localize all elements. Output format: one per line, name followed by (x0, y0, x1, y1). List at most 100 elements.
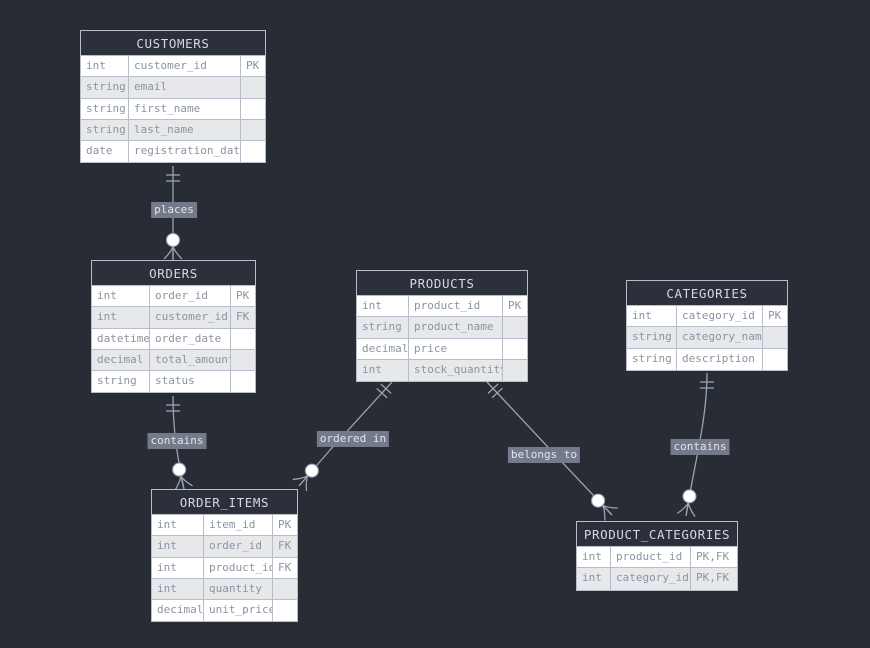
attribute-type: int (152, 515, 204, 536)
attribute-key (503, 317, 527, 337)
attribute-type: int (81, 56, 129, 77)
end-products-order_items-many-prong-2 (292, 475, 309, 481)
relationship-label-customers-orders: places (151, 202, 197, 218)
attribute-type: string (92, 371, 150, 393)
attribute-key (241, 141, 265, 162)
attribute-name: product_id (204, 557, 273, 578)
attribute-key (273, 579, 297, 599)
attribute-type: int (577, 547, 611, 568)
attribute-name: last_name (129, 119, 241, 141)
end-categories-product_categories-many-prong-2 (676, 502, 689, 514)
attribute-name: category_name (677, 327, 763, 348)
end-orders-order_items-many-prong-0 (180, 475, 193, 487)
end-categories-product_categories-many-prong-0 (687, 502, 696, 517)
attribute-name: total_amount (150, 349, 231, 371)
attribute-key: PK,FK (696, 550, 730, 563)
attribute-type: string (357, 317, 409, 338)
attribute-name: stock_quantity (409, 359, 503, 382)
attribute-name: order_id (150, 286, 231, 307)
attribute-name: product_name (409, 317, 503, 338)
attribute-key (231, 329, 255, 349)
attribute-name: item_id (204, 515, 273, 536)
attribute-name: customer_id (150, 307, 231, 328)
attribute-type: string (81, 77, 129, 98)
relationship-label-orders-order_items: contains (147, 433, 207, 449)
attribute-type: int (92, 307, 150, 328)
attribute-name: quantity (204, 578, 273, 600)
attribute-key: FK (278, 560, 292, 574)
relationship-label-categories-product_categories: contains (670, 439, 730, 455)
attribute-name: email (129, 77, 241, 98)
attribute-name: product_id (611, 547, 691, 568)
entity-title-order_items: ORDER_ITEMS (152, 490, 297, 515)
attribute-type: string (81, 119, 129, 141)
attribute-key: PK,FK (696, 571, 730, 585)
end-products-product_categories-many-prong-0 (602, 504, 618, 509)
end-customers-orders-many-prong-0 (172, 246, 183, 260)
end-categories-product_categories-zero-circle (682, 489, 697, 504)
attribute-key (231, 350, 255, 370)
attribute-type: string (627, 327, 677, 348)
attribute-type: int (152, 536, 204, 557)
attribute-name: registration_date (129, 141, 241, 163)
end-customers-orders-many-prong-2 (163, 246, 174, 260)
attribute-key: PK (246, 59, 260, 72)
attribute-key: FK (278, 539, 292, 553)
attribute-type: date (81, 141, 129, 163)
end-customers-orders-zero-circle (165, 232, 181, 248)
attribute-type: int (152, 578, 204, 600)
attribute-type: string (627, 348, 677, 370)
entity-title-product_categories: PRODUCT_CATEGORIES (577, 522, 737, 547)
attribute-type: string (81, 98, 129, 119)
end-products-product_categories-many-prong-1 (602, 504, 612, 515)
relationship-label-products-product_categories: belongs to (507, 447, 581, 463)
attribute-key (503, 360, 527, 381)
attribute-key: PK (768, 309, 782, 322)
attribute-type: decimal (92, 349, 150, 371)
attribute-name: category_id (677, 306, 763, 327)
attribute-key (763, 327, 787, 347)
attribute-name: customer_id (129, 56, 241, 77)
attribute-key: PK (278, 518, 292, 531)
start-products-product_categories-one-bar-0 (487, 383, 499, 394)
attribute-type: int (357, 359, 409, 382)
entity-title-orders: ORDERS (92, 261, 255, 286)
attribute-name: product_id (409, 296, 503, 317)
attribute-name: status (150, 371, 231, 393)
attribute-key (241, 99, 265, 119)
attribute-type: int (92, 286, 150, 307)
attribute-name: category_id (611, 568, 691, 590)
attribute-key (273, 600, 297, 621)
attribute-key (231, 371, 255, 392)
attribute-name: first_name (129, 98, 241, 119)
end-products-order_items-zero-circle (304, 463, 319, 478)
end-products-order_items-many-prong-0 (305, 475, 309, 492)
entity-title-customers: CUSTOMERS (81, 31, 265, 56)
attribute-name: order_id (204, 536, 273, 557)
entity-title-categories: CATEGORIES (627, 281, 787, 306)
